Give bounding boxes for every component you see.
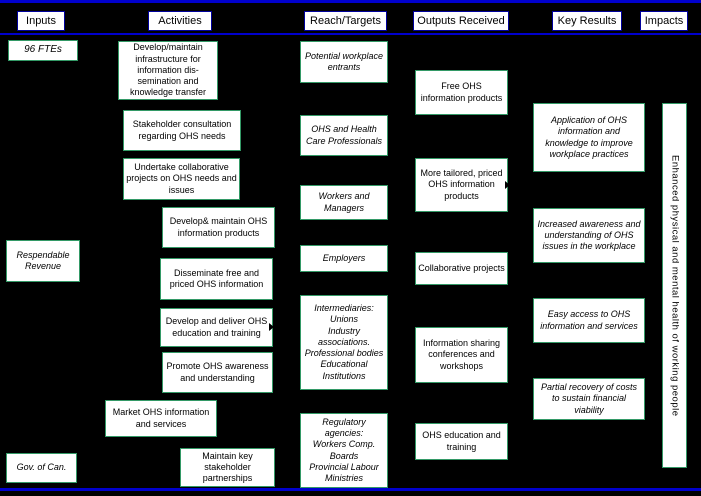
output-conferences-workshops: Information sharing conferences and work… <box>415 327 508 383</box>
connector-arrow-left-icon <box>294 446 299 454</box>
connector-arrow-right-icon <box>505 181 510 189</box>
activity-education-training: Develop and deliver OHS education and tr… <box>160 308 273 347</box>
activity-stakeholder-consultation: Stakeholder consultation regarding OHS n… <box>123 110 241 151</box>
connector-arrow-left-icon <box>294 254 299 262</box>
connector-arrow-right-icon <box>269 323 274 331</box>
header-impacts: Impacts <box>640 11 688 31</box>
reach-employers: Employers <box>300 245 388 272</box>
activity-market-services: Market OHS information and services <box>105 400 217 437</box>
connector-arrow-left-icon <box>294 198 299 206</box>
header-reach-targets: Reach/Targets <box>304 11 387 31</box>
result-cost-recovery: Partial recovery of costs to sustain fin… <box>533 378 645 420</box>
reach-workers-managers: Workers and Managers <box>300 185 388 220</box>
activity-maintain-partnerships: Maintain key stakeholder partnerships <box>180 448 275 487</box>
connector-arrow-down-icon <box>585 98 593 103</box>
output-education-training: OHS education and training <box>415 423 508 460</box>
input-ftes: 96 FTEs <box>8 40 78 61</box>
input-respendable-revenue: Respendable Revenue <box>6 240 80 282</box>
connector-arrow-down-icon <box>129 395 137 400</box>
top-rule <box>0 0 701 3</box>
result-application-knowledge: Application of OHS information and knowl… <box>533 103 645 172</box>
bottom-rule <box>0 488 701 491</box>
reach-ohs-professionals: OHS and Health Care Professionals <box>300 115 388 156</box>
output-free-products: Free OHS information products <box>415 70 508 115</box>
connector-arrow-left-icon <box>294 131 299 139</box>
reach-potential-entrants: Potential workplace entrants <box>300 41 388 83</box>
connector-arrow-down-icon <box>212 347 220 352</box>
activity-promote-awareness: Promote OHS awareness and understanding <box>162 352 273 393</box>
input-gov-of-can: Gov. of Can. <box>6 453 77 483</box>
connector-arrow-down-icon <box>212 251 220 256</box>
connector-arrow-down-icon <box>211 302 219 307</box>
output-collaborative-projects: Collaborative projects <box>415 252 508 285</box>
header-inputs: Inputs <box>17 11 65 31</box>
header-key-results: Key Results <box>552 11 622 31</box>
activity-disseminate-information: Disseminate free and priced OHS informat… <box>160 258 273 300</box>
header-outputs-received: Outputs Received <box>413 11 509 31</box>
output-priced-products: More tailored, priced OHS information pr… <box>415 158 508 212</box>
header-divider-rule <box>0 33 701 35</box>
activity-develop-products: Develop& maintain OHS information produc… <box>162 207 275 248</box>
connector-arrow-left-icon <box>294 338 299 346</box>
connector-arrow-down-icon <box>585 293 593 298</box>
impact-enhanced-health: Enhanced physical and mental health of w… <box>662 103 687 468</box>
connector-arrow-down-icon <box>585 373 593 378</box>
activity-develop-infrastructure: Develop/maintain infrastructure for info… <box>118 41 218 100</box>
result-easy-access: Easy access to OHS information and servi… <box>533 298 645 343</box>
reach-intermediaries: Intermediaries: Unions Industry associat… <box>300 295 388 390</box>
connector-arrow-down-icon <box>177 105 185 110</box>
result-increased-awareness: Increased awareness and understanding of… <box>533 208 645 263</box>
reach-regulatory-agencies: Regulatory agencies: Workers Comp. Board… <box>300 413 388 488</box>
activity-collaborative-projects: Undertake collaborative projects on OHS … <box>123 158 240 200</box>
connector-arrow-down-icon <box>585 203 593 208</box>
header-activities: Activities <box>148 11 212 31</box>
